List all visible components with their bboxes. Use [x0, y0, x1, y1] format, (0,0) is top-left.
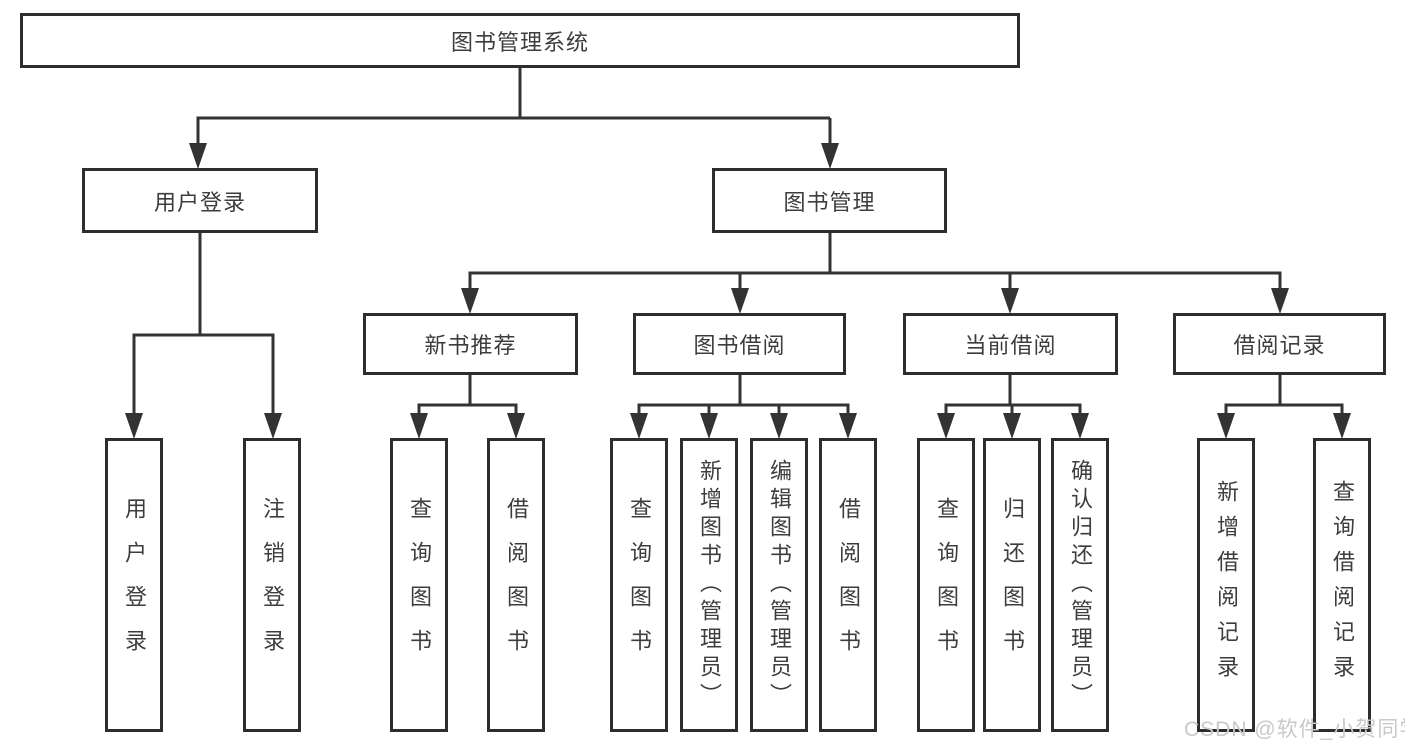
- node-label: 当前借阅: [964, 333, 1057, 358]
- node-label: 用户登录: [153, 189, 246, 215]
- leaf-return-books: 归还图书: [983, 438, 1041, 732]
- node-label: 新书推荐: [424, 333, 517, 358]
- node-borrow-records: 借阅记录: [1173, 313, 1386, 375]
- node-user-login: 用户登录: [82, 168, 318, 233]
- leaf-user-login: 用户登录: [105, 438, 163, 732]
- node-label: 归还图书: [1000, 497, 1025, 673]
- leaf-query-books-recommend: 查询图书: [390, 438, 448, 732]
- node-label: 借阅记录: [1233, 333, 1326, 358]
- node-label: 查询图书: [934, 497, 959, 673]
- leaf-add-borrow-record: 新增借阅记录: [1197, 438, 1255, 732]
- leaf-add-books-admin: 新增图书（管理员）: [680, 438, 738, 732]
- leaf-logout: 注销登录: [243, 438, 301, 732]
- node-label: 借阅图书: [504, 497, 529, 673]
- node-label: 图书借阅: [693, 333, 786, 358]
- node-root: 图书管理系统: [20, 13, 1020, 68]
- node-label: 编辑图书（管理员）: [767, 459, 792, 711]
- leaf-edit-books-admin: 编辑图书（管理员）: [750, 438, 808, 732]
- leaf-borrow-books-recommend: 借阅图书: [487, 438, 545, 732]
- node-label: 图书管理: [783, 189, 876, 215]
- node-new-book-recommend: 新书推荐: [363, 313, 578, 375]
- leaf-confirm-return-admin: 确认归还（管理员）: [1051, 438, 1109, 732]
- node-label: 借阅图书: [836, 497, 861, 673]
- node-current-borrow: 当前借阅: [903, 313, 1118, 375]
- node-book-management: 图书管理: [712, 168, 947, 233]
- node-label: 新增图书（管理员）: [697, 459, 722, 711]
- node-label: 确认归还（管理员）: [1068, 459, 1093, 711]
- node-label: 注销登录: [260, 497, 285, 673]
- node-book-borrow: 图书借阅: [633, 313, 846, 375]
- node-label: 查询借阅记录: [1330, 480, 1355, 690]
- node-label: 图书管理系统: [450, 29, 589, 55]
- leaf-borrow-books: 借阅图书: [819, 438, 877, 732]
- leaf-query-books-current: 查询图书: [917, 438, 975, 732]
- node-label: 新增借阅记录: [1214, 480, 1239, 690]
- watermark: CSDN @软件_小贺同学: [1184, 718, 1405, 741]
- node-label: 查询图书: [407, 497, 432, 673]
- node-label: 用户登录: [122, 497, 147, 673]
- leaf-query-borrow-record: 查询借阅记录: [1313, 438, 1371, 732]
- node-label: 查询图书: [627, 497, 652, 673]
- leaf-query-books-borrow: 查询图书: [610, 438, 668, 732]
